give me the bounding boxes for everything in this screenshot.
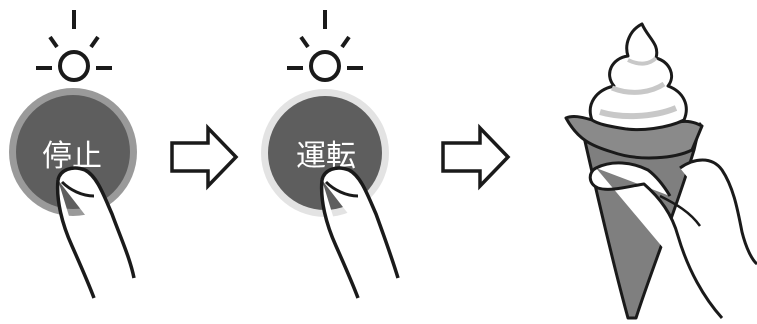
- arrow-right-icon: [443, 128, 508, 186]
- run-step: 運転: [261, 10, 398, 298]
- soft-serve-cone: [566, 24, 757, 318]
- lamp-icon: [287, 10, 363, 102]
- arrow-right-icon: [172, 128, 236, 186]
- stop-step: 停止: [9, 10, 137, 298]
